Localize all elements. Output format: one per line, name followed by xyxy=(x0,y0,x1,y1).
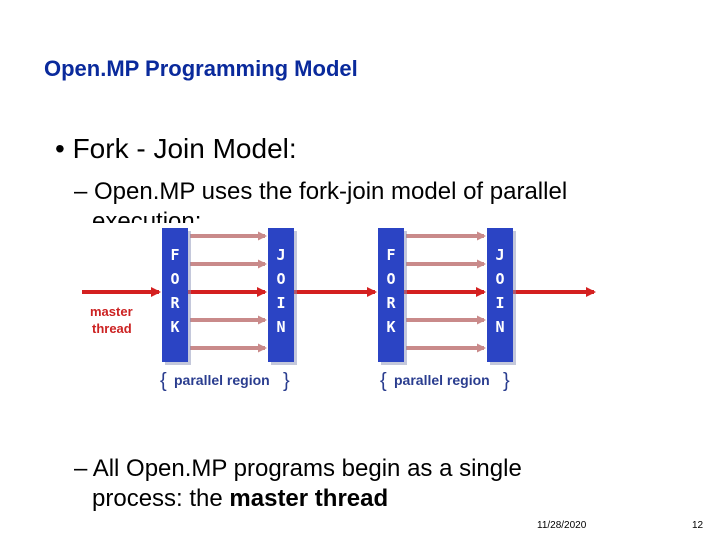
sub-bullet-fork-join-description: – Open.MP uses the fork-join model of pa… xyxy=(74,177,654,223)
parallel-region-label-1: parallel region xyxy=(174,372,270,388)
region-brace-open-1: { xyxy=(160,370,167,392)
join-block-2-letter-o: O xyxy=(495,270,504,288)
join-block-1-letter-j: J xyxy=(276,246,285,264)
fork-block-1-letter-r: R xyxy=(170,294,180,312)
fork-block-2-letter-f: F xyxy=(386,246,395,264)
sub-bullet-line-2: execution: xyxy=(92,208,202,223)
join-block-1-letter-n: N xyxy=(276,318,285,336)
sub-bullet-2-line-1: – All Open.MP programs begin as a single xyxy=(74,455,522,482)
fork-block-1-letter-f: F xyxy=(170,246,179,264)
slide-title: Open.MP Programming Model xyxy=(44,56,358,81)
fork-block-2-letter-o: O xyxy=(386,270,395,288)
master-thread-emphasis: master thread xyxy=(229,485,389,512)
master-label-line-1: master xyxy=(90,304,133,319)
join-block-1-letter-i: I xyxy=(276,294,285,312)
fork-block-1-letter-k: K xyxy=(170,318,179,336)
region-brace-close-2: } xyxy=(503,370,510,392)
footer-page-number: 12 xyxy=(692,520,704,531)
sub-bullet-2-line-2: process: the master thread xyxy=(74,484,634,514)
parallel-thread-arrows xyxy=(190,231,486,353)
fork-block-1 xyxy=(162,228,188,362)
fork-block-1-letter-o: O xyxy=(170,270,179,288)
region-brace-close-1: } xyxy=(283,370,290,392)
join-block-2 xyxy=(487,228,513,362)
footer-date: 11/28/2020 xyxy=(537,520,587,531)
sub-bullet-2-prefix: process: the xyxy=(92,485,230,512)
join-block-1-letter-o: O xyxy=(276,270,285,288)
join-block-2-letter-j: J xyxy=(495,246,504,264)
bullet-fork-join: • Fork - Join Model: xyxy=(55,133,297,164)
join-block-1 xyxy=(268,228,294,362)
master-label-line-2: thread xyxy=(92,321,132,336)
fork-block-2 xyxy=(378,228,404,362)
region-brace-open-2: { xyxy=(380,370,387,392)
fork-block-2-letter-k: K xyxy=(386,318,395,336)
join-block-2-letter-i: I xyxy=(495,294,504,312)
sub-bullet-master-thread: – All Open.MP programs begin as a single… xyxy=(74,454,634,514)
join-block-2-letter-n: N xyxy=(495,318,504,336)
parallel-region-label-2: parallel region xyxy=(394,372,490,388)
sub-bullet-line-1: – Open.MP uses the fork-join model of pa… xyxy=(74,178,568,205)
fork-block-2-letter-r: R xyxy=(386,294,396,312)
